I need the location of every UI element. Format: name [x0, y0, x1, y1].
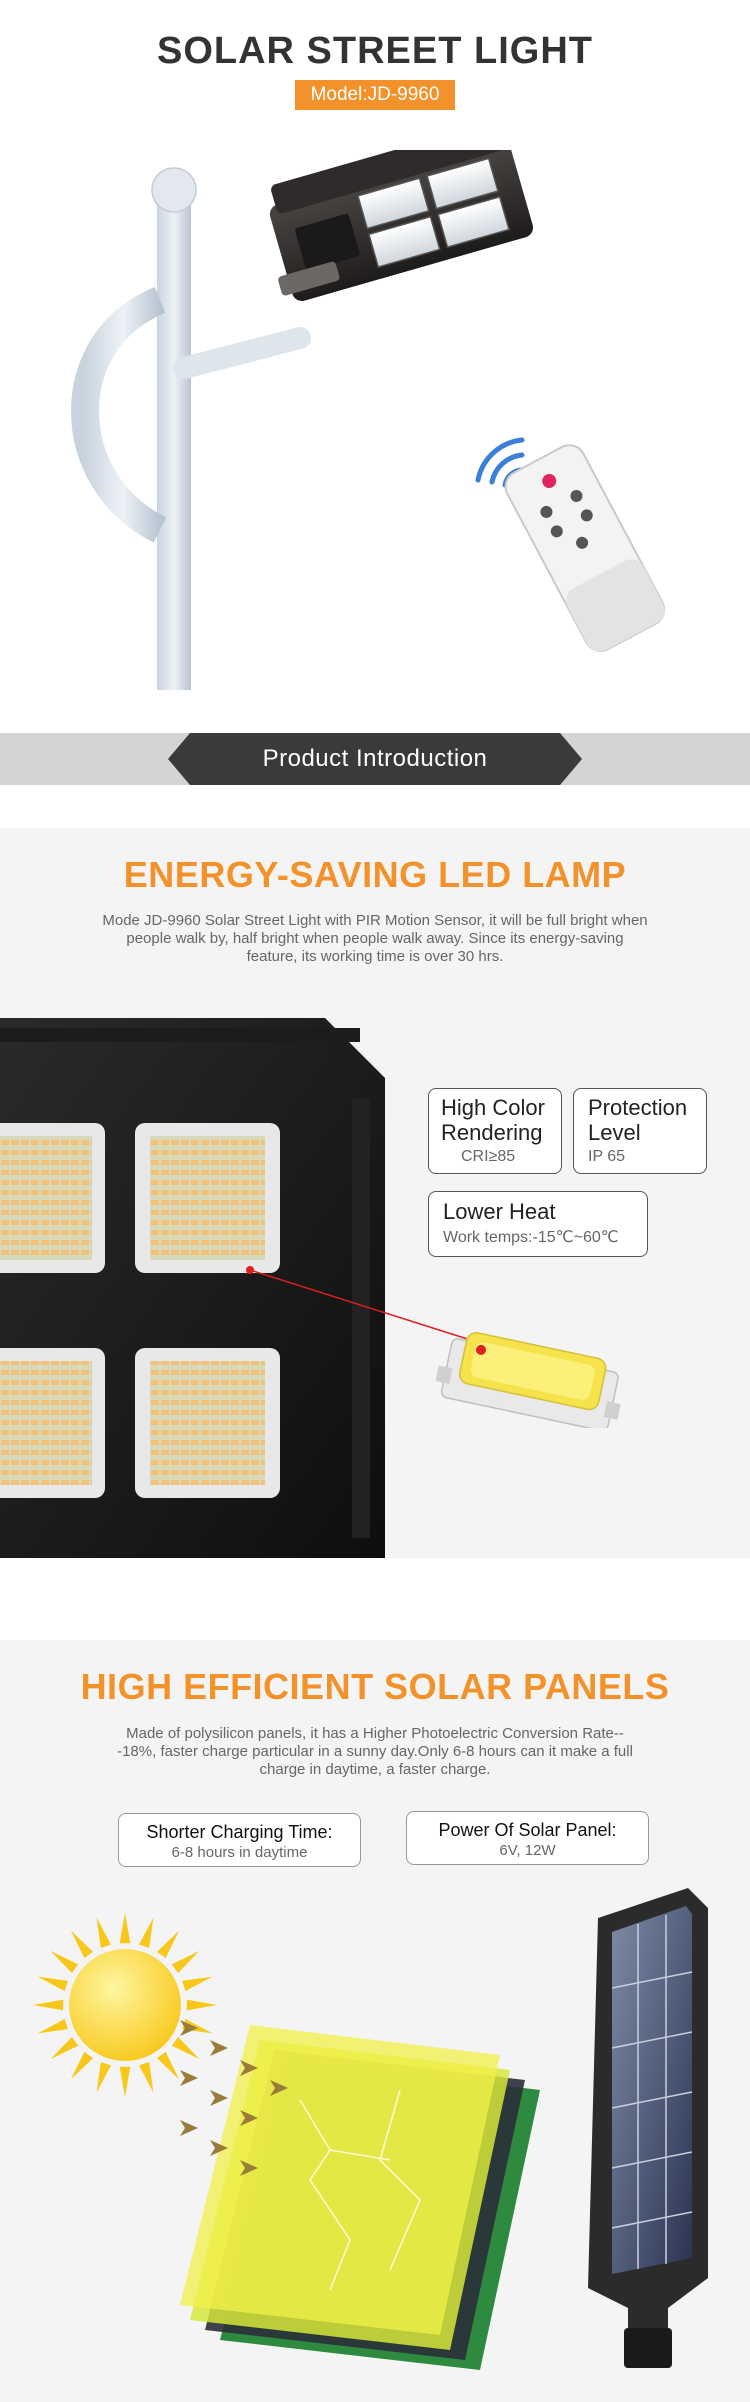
feature-value: 6-8 hours in daytime	[171, 1844, 308, 1861]
solar-panels-section: HIGH EFFICIENT SOLAR PANELS Made of poly…	[0, 1640, 750, 2402]
lamp-arm	[173, 327, 311, 379]
sun-ray	[37, 2018, 68, 2034]
sun-ray	[50, 2036, 79, 2060]
sun-ray	[182, 1976, 213, 1992]
feature-title: Shorter Charging Time:	[146, 1822, 333, 1842]
led-section-description: Mode JD-9960 Solar Street Light with PIR…	[102, 912, 648, 965]
lamp-head	[269, 150, 534, 301]
sun-ray	[119, 1913, 131, 1944]
pole-curve	[71, 287, 167, 543]
solar-section-title: HIGH EFFICIENT SOLAR PANELS	[80, 1666, 670, 1707]
sun-ray	[138, 2062, 154, 2093]
sun-ray	[70, 1930, 94, 1959]
sun-ray	[138, 1917, 154, 1948]
solar-cell-layers-image	[180, 2020, 540, 2370]
sun-ray	[156, 2051, 180, 2080]
led-lamp-section: ENERGY-SAVING LED LAMP Mode JD-9960 Sola…	[0, 828, 750, 1558]
spec-title: Protection	[588, 1095, 688, 1120]
feature-value: 6V, 12W	[499, 1842, 556, 1859]
sun-ray	[37, 1976, 68, 1992]
feature-solar-power: Power Of Solar Panel: 6V, 12W	[406, 1811, 649, 1865]
feature-title: Power Of Solar Panel:	[438, 1820, 617, 1840]
hero-section: SOLAR STREET LIGHT Model:JD-9960	[0, 0, 750, 730]
sun-ray	[96, 1917, 112, 1948]
sun-ray	[50, 1950, 79, 1974]
remote-control-image	[504, 444, 666, 652]
led-section-title: ENERGY-SAVING LED LAMP	[123, 854, 627, 895]
led-chip-image	[435, 1332, 621, 1428]
pole-cap	[151, 167, 197, 213]
spec-title: Level	[588, 1120, 641, 1145]
pole	[157, 190, 191, 690]
street-light-product-image	[71, 150, 666, 690]
solar-section-description: Made of polysilicon panels, it has a Hig…	[117, 1725, 633, 1778]
spec-title: High Color	[441, 1095, 545, 1120]
banner-label: Product Introduction	[262, 745, 488, 772]
sun-ray	[119, 2066, 131, 2097]
led-cell-array	[0, 1123, 280, 1498]
spec-title: Rendering	[441, 1120, 543, 1145]
led-chip-callout	[246, 1266, 621, 1428]
spec-title: Lower Heat	[443, 1199, 556, 1224]
sunlight-arrows	[180, 2020, 288, 2176]
banner-tab-shape	[168, 733, 582, 785]
spec-value: IP 65	[588, 1148, 626, 1165]
product-introduction-banner: Product Introduction	[0, 733, 750, 785]
sun-ray	[171, 2036, 200, 2060]
solar-panel-lamp-image	[588, 1888, 708, 2368]
sun-ray	[70, 2051, 94, 2080]
led-panel-closeup-image	[0, 1018, 385, 1558]
sun-ray	[33, 1999, 64, 2011]
model-badge: Model:JD-9960	[295, 80, 455, 110]
spec-value: CRI≥85	[461, 1148, 516, 1165]
page-title: SOLAR STREET LIGHT	[157, 30, 593, 72]
sun-ray	[186, 1999, 217, 2011]
spec-protection-level: Protection Level IP 65	[573, 1088, 707, 1174]
spec-value: Work temps:-15℃~60℃	[443, 1229, 619, 1246]
sun-ray	[156, 1930, 180, 1959]
spec-color-rendering: High Color Rendering CRI≥85	[428, 1088, 562, 1174]
feature-charging-time: Shorter Charging Time: 6-8 hours in dayt…	[118, 1813, 361, 1867]
spec-lower-heat: Lower Heat Work temps:-15℃~60℃	[428, 1191, 648, 1257]
sun-icon	[33, 1913, 217, 2097]
sun-ray	[171, 1950, 200, 1974]
sun-ray	[96, 2062, 112, 2093]
